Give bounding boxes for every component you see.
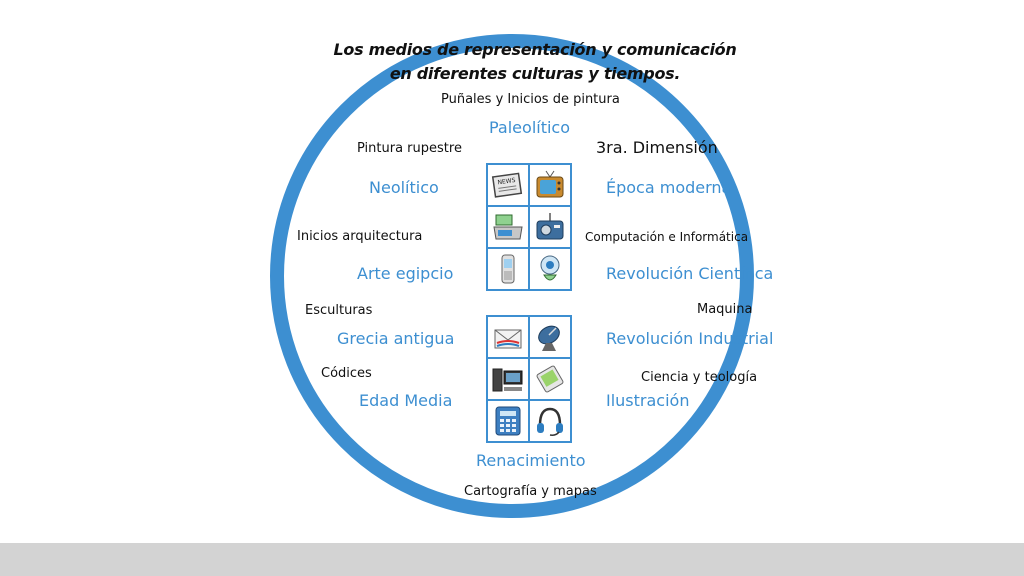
label-maquina: Maquina — [697, 302, 753, 317]
era-neolitico: Neolítico — [369, 178, 439, 197]
television-icon — [530, 165, 570, 205]
headset-icon — [530, 401, 570, 441]
label-punales: Puñales y Inicios de pintura — [441, 92, 620, 107]
era-renacimiento: Renacimiento — [476, 451, 586, 470]
label-tercera-dimension: 3ra. Dimensión — [596, 138, 718, 157]
label-computacion: Computación e Informática — [585, 230, 749, 244]
label-codices: Códices — [321, 366, 372, 381]
diagram-title: Los medios de representación y comunicac… — [300, 38, 770, 86]
webcam-icon — [530, 249, 570, 289]
title-line-1: Los medios de representación y comunicac… — [333, 40, 737, 59]
era-revolucion-industrial: Revolución Industrial — [606, 329, 774, 348]
desktop-computer-icon — [488, 359, 528, 399]
label-esculturas: Esculturas — [305, 303, 373, 318]
label-cartografia: Cartografía y mapas — [464, 484, 597, 499]
media-icon-grid-upper: NEWS — [486, 163, 572, 291]
satellite-dish-icon — [530, 317, 570, 357]
radio-icon — [530, 207, 570, 247]
era-paleolitico: Paleolítico — [489, 118, 571, 137]
era-grecia-antigua: Grecia antigua — [337, 329, 455, 348]
era-arte-egipcio: Arte egipcio — [357, 264, 454, 283]
media-icon-grid-lower — [486, 315, 572, 443]
desk-telephone-icon — [488, 401, 528, 441]
label-pintura-rupestre: Pintura rupestre — [357, 141, 462, 156]
mobile-phone-icon — [488, 249, 528, 289]
title-line-2: en diferentes culturas y tiempos. — [389, 64, 681, 83]
era-edad-media: Edad Media — [359, 391, 453, 410]
tablet-icon — [530, 359, 570, 399]
envelope-icon — [488, 317, 528, 357]
label-ciencia-teologia: Ciencia y teología — [641, 370, 758, 385]
label-inicios-arquitectura: Inicios arquitectura — [297, 229, 423, 244]
era-ilustracion: Ilustración — [606, 391, 690, 410]
newspaper-icon: NEWS — [488, 165, 528, 205]
cash-register-icon — [488, 207, 528, 247]
newspaper-masthead: NEWS — [497, 177, 516, 186]
era-revolucion-cientifica: Revolución Científica — [606, 264, 774, 283]
era-epoca-moderna: Época moderna — [606, 178, 732, 197]
bottom-bar — [0, 543, 1024, 576]
